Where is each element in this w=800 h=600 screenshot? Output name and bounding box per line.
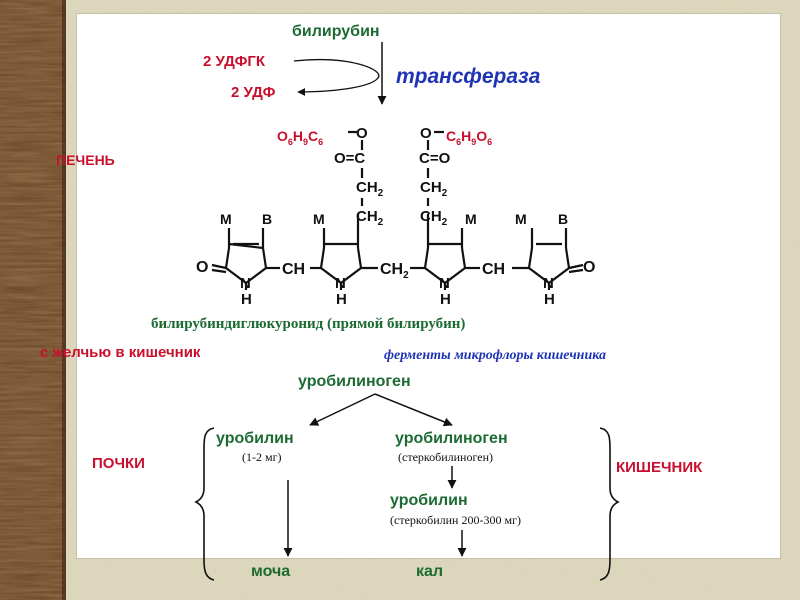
- urobilinogen-label: уробилиноген: [298, 373, 411, 390]
- urine-label: моча: [251, 563, 291, 580]
- ring-label-4: M: [465, 211, 477, 227]
- atom-n-1: N: [240, 275, 251, 292]
- bridge-ch2: CH2: [380, 261, 409, 282]
- liver-label: ПЕЧЕНЬ: [56, 152, 115, 168]
- microflora-label: ферменты микрофлоры кишечника: [384, 348, 606, 363]
- stercobilin-amount: (стеркобилин 200-300 мг): [390, 513, 521, 527]
- left-brace: [194, 427, 215, 581]
- ch2-right-lower: CH2: [420, 208, 448, 228]
- bilirubin-label: билирубин: [292, 23, 380, 40]
- atom-o-right: O: [420, 125, 432, 142]
- atom-h-1: H: [241, 291, 252, 308]
- kidneys-label: ПОЧКИ: [92, 455, 145, 472]
- transferase-label: трансфераза: [396, 65, 541, 88]
- atom-o-left: O: [356, 125, 368, 142]
- bridge-ch-2: CH: [482, 261, 506, 278]
- wood-sidebar: [0, 0, 66, 600]
- atom-n-2: N: [335, 275, 346, 292]
- atom-h-3: H: [440, 291, 451, 308]
- atom-h-2: H: [336, 291, 347, 308]
- right-brace: [599, 427, 620, 581]
- branch-line-right: [374, 393, 453, 427]
- tetrapyrrole-structure: [211, 130, 584, 290]
- udp-label: 2 УДФ: [231, 84, 276, 101]
- atom-o-ring4: O: [583, 259, 596, 276]
- ch2-left-upper: CH2: [356, 179, 384, 199]
- atom-n-4: N: [543, 275, 554, 292]
- intestine-label: КИШЕЧНИК: [616, 459, 703, 476]
- diglucuronide-label: билирубиндиглюкуронид (прямой билирубин): [151, 316, 466, 332]
- urobilin-right-label: уробилин: [390, 492, 468, 509]
- ch2-right-upper: CH2: [420, 179, 448, 199]
- atom-o-ring1: O: [196, 259, 209, 276]
- with-bile-label: с желчью в кишечник: [40, 344, 201, 361]
- carboxyl-right: C=O: [419, 150, 451, 167]
- feces-label: кал: [416, 563, 444, 580]
- glucuronide-left-label: O6H9C6: [277, 128, 324, 147]
- ch2-left-lower: CH2: [356, 208, 384, 228]
- udpgk-label: 2 УДФГК: [203, 53, 266, 70]
- glucuronide-right-label: C6H9O6: [446, 128, 493, 147]
- atom-n-3: N: [439, 275, 450, 292]
- curved-arrow-udpgk: [293, 58, 380, 96]
- urobilin-left-label: уробилин: [216, 430, 294, 447]
- content-panel: [77, 14, 780, 558]
- atom-h-4: H: [544, 291, 555, 308]
- branch-line-left: [309, 393, 376, 426]
- ring-label-3: M: [313, 211, 325, 227]
- ring-label-1: M: [220, 211, 232, 227]
- ring-label-5: M: [515, 211, 527, 227]
- ring-label-6: B: [558, 211, 569, 227]
- bridge-ch-1: CH: [282, 261, 306, 278]
- urobilin-left-amount: (1-2 мг): [242, 450, 282, 464]
- stercobilinogen-label: (стеркобилиноген): [398, 450, 493, 464]
- carboxyl-left: O=C: [334, 150, 366, 167]
- ring-label-2: B: [262, 211, 273, 227]
- urobilinogen-right-label: уробилиноген: [395, 430, 508, 447]
